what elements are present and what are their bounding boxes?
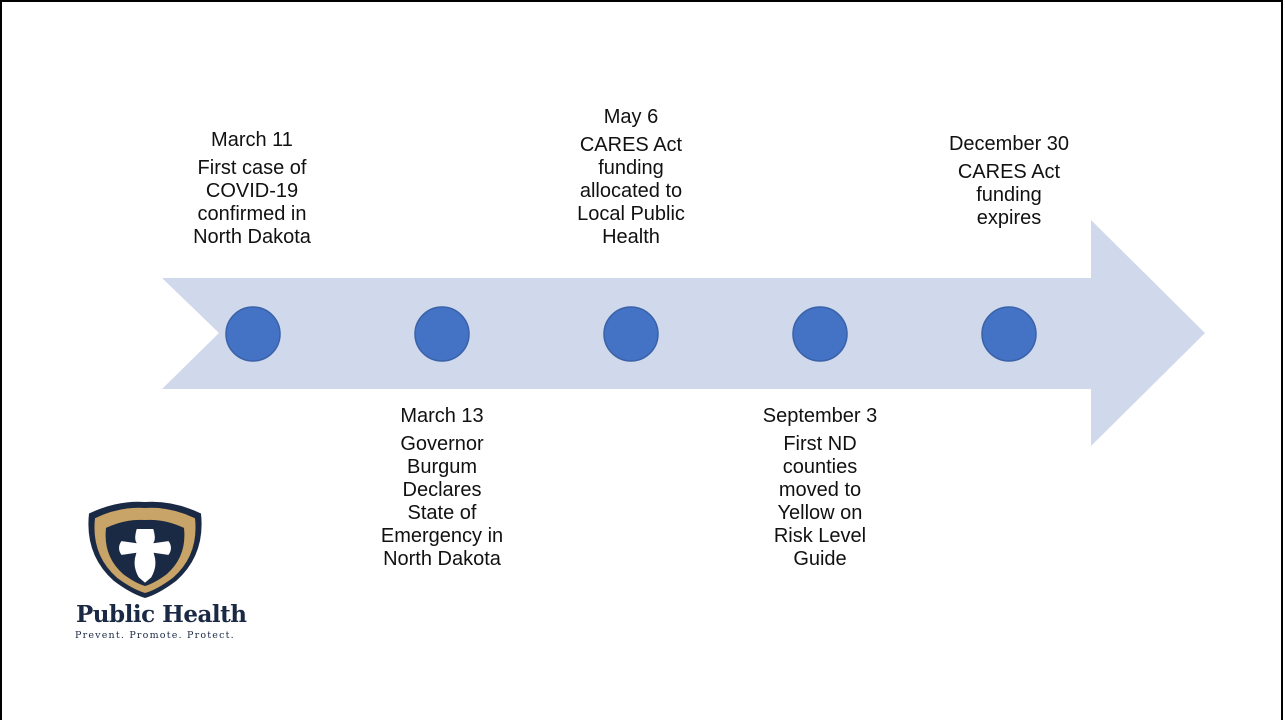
- event-date: May 6: [603, 106, 659, 128]
- event-description-line: Local Public: [577, 203, 685, 225]
- event-description-line: State of: [407, 502, 477, 524]
- event-description-line: CARES Act: [957, 161, 1061, 183]
- event-date: March 13: [400, 405, 484, 427]
- timeline-marker-1: [225, 306, 281, 362]
- event-description-line: confirmed in: [197, 203, 307, 225]
- event-date: December 30: [948, 133, 1070, 155]
- timeline-marker-2: [414, 306, 470, 362]
- event-description: Governor Burgum Declares State of Emerge…: [342, 433, 542, 571]
- timeline-event-march-11: March 11 First case of COVID-19 confirme…: [152, 129, 352, 249]
- event-description: First case of COVID-19 confirmed in Nort…: [152, 157, 352, 249]
- event-description-line: North Dakota: [383, 548, 501, 570]
- event-date: March 11: [211, 129, 293, 151]
- timeline-event-march-13: March 13 Governor Burgum Declares State …: [342, 405, 542, 571]
- event-date: September 3: [762, 405, 878, 427]
- event-description: First ND counties moved to Yellow on Ris…: [720, 433, 920, 571]
- event-description-line: counties: [782, 456, 858, 478]
- logo-tagline: Prevent. Promote. Protect.: [75, 630, 235, 641]
- logo-title: Public Health: [76, 601, 247, 628]
- event-description-line: Yellow on: [777, 502, 863, 524]
- event-description-line: allocated to: [579, 180, 683, 202]
- event-description-line: funding: [976, 184, 1042, 206]
- event-description-line: Risk Level: [773, 525, 867, 547]
- timeline-event-may-6: May 6 CARES Act funding allocated to Loc…: [531, 106, 731, 249]
- event-description-line: Guide: [793, 548, 847, 570]
- event-description-line: First case of: [197, 157, 307, 179]
- timeline-marker-3: [603, 306, 659, 362]
- shield-cross-icon: [88, 501, 202, 598]
- event-description-line: expires: [976, 207, 1042, 229]
- event-description-line: moved to: [778, 479, 862, 501]
- timeline-marker-5: [981, 306, 1037, 362]
- event-description-line: First ND: [783, 433, 857, 455]
- event-description-line: North Dakota: [193, 226, 311, 248]
- event-description-line: Declares: [402, 479, 482, 501]
- event-description-line: COVID-19: [205, 180, 299, 202]
- event-description-line: funding: [598, 157, 664, 179]
- event-description-line: Burgum: [406, 456, 478, 478]
- event-description-line: Emergency in: [380, 525, 504, 547]
- timeline-marker-4: [792, 306, 848, 362]
- event-description: CARES Act funding allocated to Local Pub…: [531, 134, 731, 249]
- event-description: CARES Act funding expires: [909, 161, 1109, 230]
- event-description-line: CARES Act: [579, 134, 683, 156]
- timeline-arrow: [162, 220, 1205, 446]
- event-description-line: Governor: [400, 433, 484, 455]
- timeline-event-september-3: September 3 First ND counties moved to Y…: [720, 405, 920, 571]
- event-description-line: Health: [602, 226, 660, 248]
- timeline-event-december-30: December 30 CARES Act funding expires: [909, 133, 1109, 230]
